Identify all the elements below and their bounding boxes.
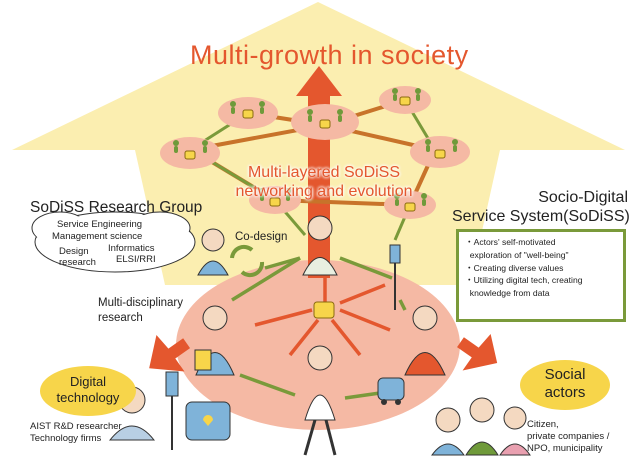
cloud-item-management-science: Management science: [52, 231, 143, 242]
sodiss-feature-list: ・Actors' self-motivated exploration of "…: [465, 236, 617, 300]
person-center-bottom: [303, 345, 337, 456]
robot-device-right: [377, 377, 405, 405]
person-center-top: [302, 215, 338, 276]
signage-device: [389, 244, 401, 310]
cloud-item-elsi: ELSI/RRI: [116, 254, 156, 265]
feature-item: ・Utilizing digital tech, creating: [465, 275, 583, 286]
person-left: [194, 305, 235, 376]
social-actors-line1: Social: [544, 366, 586, 383]
digital-technology-line1: Digital: [69, 374, 107, 389]
recycle-icon: [230, 244, 265, 278]
center-caption: Multi-layered SoDiSS networking and evol…: [228, 163, 420, 201]
research-group-heading: SoDiSS Research Group: [30, 199, 203, 216]
social-actors-pill: Social actors: [520, 360, 610, 410]
center-caption-line1: Multi-layered SoDiSS: [247, 164, 401, 181]
sodiss-heading-line1: Socio-Digital: [538, 189, 628, 206]
social-actors-caption-line1: Citizen,: [527, 419, 559, 430]
social-actors-caption-line2: private companies /: [527, 431, 610, 442]
social-actors-caption-line3: NPO, municipality: [527, 443, 603, 454]
sodiss-features-box: ・Actors' self-motivated exploration of "…: [456, 229, 626, 322]
multidisciplinary-label: Multi-disciplinary research: [98, 296, 183, 326]
people-figures: [173, 88, 458, 206]
cloud-item-informatics: Informatics: [108, 243, 155, 254]
cloud-item-service-engineering: Service Engineering: [57, 219, 143, 230]
lower-red-links: [254, 272, 391, 357]
digital-tech-caption: AIST R&D researcher Technology firms: [30, 421, 122, 445]
social-actors-caption: Citizen, private companies / NPO, munici…: [527, 419, 609, 455]
cloud-item-research: research: [59, 257, 96, 268]
robot-device-left: [185, 401, 231, 441]
feature-item: exploration of "well-being": [465, 249, 569, 260]
feature-item: knowledge from data: [465, 288, 550, 299]
digital-technology-line2: technology: [56, 390, 120, 405]
multidisciplinary-line1: Multi-disciplinary: [98, 297, 183, 309]
center-caption-line2: networking and evolution: [235, 183, 413, 200]
multidisciplinary-line2: research: [98, 312, 143, 324]
sodiss-heading-line2: Service System(SoDiSS): [452, 208, 630, 225]
lower-green-links: [231, 256, 407, 400]
persons-social: [431, 397, 531, 456]
digital-tech-caption-line1: AIST R&D researcher: [30, 421, 122, 432]
digital-technology-pill: Digital technology: [40, 366, 136, 416]
left-input-arrow: [149, 335, 191, 372]
central-database-icon: [313, 301, 335, 319]
codesign-label: Co-design: [235, 231, 288, 243]
cloud-item-design: Design: [59, 246, 89, 257]
research-cloud: [31, 211, 196, 273]
feature-item: ・Creating diverse values: [465, 262, 564, 273]
right-input-arrow: [457, 333, 498, 371]
feature-item: ・Actors' self-motivated: [465, 237, 556, 247]
digital-tech-caption-line2: Technology firms: [30, 433, 102, 444]
sodiss-heading: Socio-Digital Service System(SoDiSS): [452, 188, 630, 226]
database-icons: [184, 96, 446, 212]
diagram-title: Multi-growth in society: [190, 40, 469, 70]
person-right: [404, 305, 446, 376]
social-actors-line2: actors: [544, 384, 586, 401]
kiosk-device: [165, 371, 179, 450]
person-researcher: [197, 228, 229, 276]
